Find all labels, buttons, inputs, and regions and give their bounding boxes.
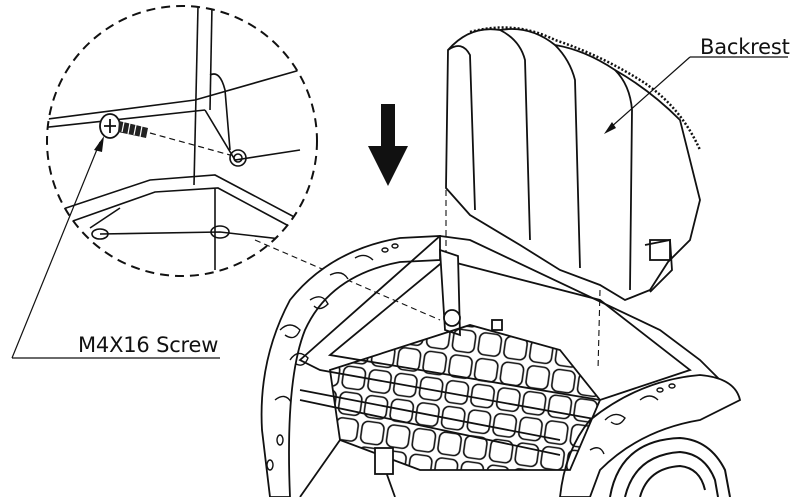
lower-frame bbox=[299, 389, 561, 498]
seat-mesh bbox=[329, 324, 602, 471]
down-arrow-icon bbox=[368, 104, 408, 186]
screw-icon bbox=[99, 113, 148, 139]
wheel-icon bbox=[609, 436, 731, 498]
backrest-label: Backrest bbox=[700, 35, 790, 59]
detail-circle bbox=[46, 5, 318, 277]
backrest-part bbox=[445, 26, 702, 302]
arm-ornaments bbox=[266, 243, 676, 471]
screw-label: M4X16 Screw bbox=[78, 333, 219, 357]
screw-leader-line bbox=[11, 141, 220, 359]
